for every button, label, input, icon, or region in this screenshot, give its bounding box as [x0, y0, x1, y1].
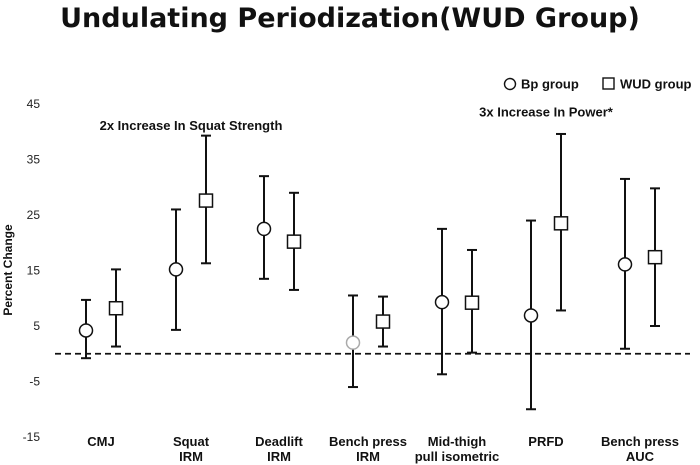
- data-point-bp: [345, 335, 361, 350]
- annotation: 2x Increase In Squat Strength: [100, 118, 283, 133]
- data-point-bp: [617, 257, 633, 272]
- category-label: PRFD: [528, 434, 563, 449]
- y-tick-labels: 45 35 25 15 5 -5 -15: [23, 97, 41, 444]
- y-tick-label: -15: [23, 430, 41, 444]
- y-tick-label: 15: [27, 264, 41, 278]
- data-point-bp: [256, 221, 272, 237]
- data-point-bp: [434, 294, 450, 310]
- category-label: Squat: [173, 434, 210, 449]
- legend: Bp group WUD group: [503, 77, 692, 92]
- data-point-bp: [523, 308, 539, 323]
- data-point-wud: [647, 249, 663, 265]
- y-tick-label: 45: [27, 97, 41, 111]
- y-tick-label: 5: [33, 319, 40, 333]
- category-label: Bench press: [329, 434, 407, 449]
- annotations: 2x Increase In Squat Strength 3x Increase…: [100, 104, 614, 133]
- data-point-wud: [464, 295, 480, 310]
- y-tick-label: -5: [29, 375, 40, 389]
- data-point-bp: [168, 262, 184, 277]
- y-axis-label: Percent Change: [1, 224, 15, 316]
- category-label: Mid-thigh: [428, 434, 487, 449]
- category-label: AUC: [626, 449, 655, 464]
- data-marks: [78, 132, 663, 411]
- y-tick-label: 35: [27, 153, 41, 167]
- category-label: Bench press: [601, 434, 679, 449]
- category-label: CMJ: [87, 434, 114, 449]
- data-point-wud: [108, 300, 124, 316]
- category-label: IRM: [267, 449, 291, 464]
- annotation: 3x Increase In Power*: [479, 104, 614, 119]
- data-point-wud: [553, 216, 569, 231]
- legend-label-wud: WUD group: [620, 77, 692, 92]
- y-tick-label: 25: [27, 208, 41, 222]
- category-label: IRM: [179, 449, 203, 464]
- category-label: IRM: [356, 449, 380, 464]
- data-point-wud: [286, 234, 302, 249]
- legend-label-bp: Bp group: [521, 77, 579, 92]
- legend-marker-bp: [503, 77, 517, 91]
- data-point-wud: [198, 193, 214, 208]
- category-label: pull isometric: [415, 449, 500, 464]
- legend-marker-wud: [602, 77, 615, 90]
- category-label: Deadlift: [255, 434, 303, 449]
- data-point-wud: [375, 314, 391, 329]
- data-point-bp: [78, 323, 94, 338]
- chart-title: Undulating Periodization(WUD Group): [60, 3, 640, 34]
